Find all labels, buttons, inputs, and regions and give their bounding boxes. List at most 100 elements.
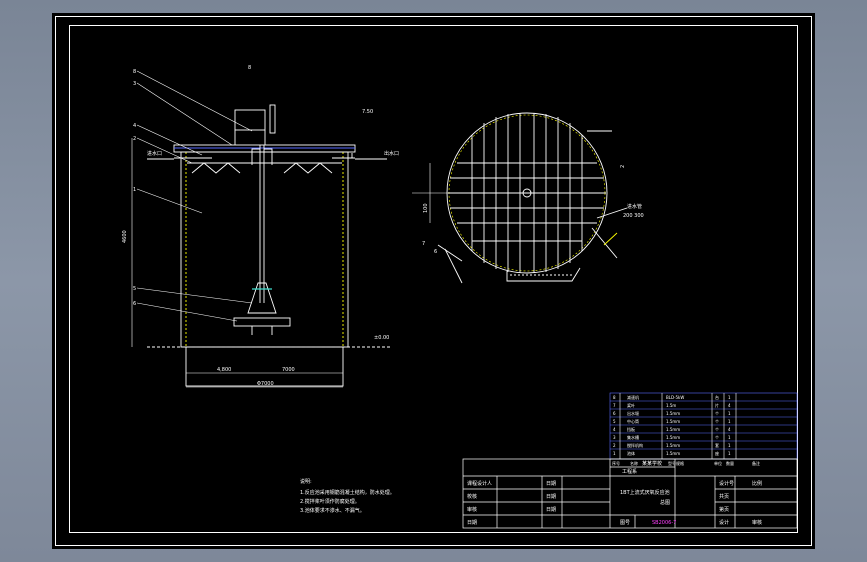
label-5: 5 xyxy=(133,286,136,292)
parts-row-7-name: 池体 xyxy=(627,450,635,456)
notes-title: 说明: xyxy=(300,478,312,485)
parts-row-4-spec: 1.5mm xyxy=(666,427,680,432)
title-right-1: 共页 xyxy=(719,493,729,500)
parts-row-3-spec: 1.5mm xyxy=(666,419,680,424)
parts-row-5-spec: 1.5mm xyxy=(666,435,680,440)
parts-row-1-name: 桨叶 xyxy=(627,402,635,408)
parts-row-3-qty: 1 xyxy=(728,419,731,424)
parts-row-6-name: 搅拌机构 xyxy=(627,442,643,448)
parts-row-5-qty: 1 xyxy=(728,435,731,440)
parts-row-3-no: 5 xyxy=(613,419,616,424)
title-block xyxy=(462,458,798,529)
top-mark: 8 xyxy=(248,65,251,71)
title-drawing-name: 总图 xyxy=(660,499,670,506)
parts-row-7-unit: 座 xyxy=(715,450,719,456)
notes-line-1: 1.反应池采用钢筋混凝土结构，防水处理。 xyxy=(300,489,395,496)
parts-row-3-unit: 个 xyxy=(715,419,719,424)
tank-elevation-view xyxy=(131,70,392,388)
parts-row-5-unit: 个 xyxy=(715,435,719,440)
parts-row-1-no: 7 xyxy=(613,403,616,408)
parts-row-6-qty: 1 xyxy=(728,443,731,448)
parts-row-0-qty: 1 xyxy=(728,395,731,400)
title-row-mid-2: 日期 xyxy=(546,507,556,513)
parts-row-4-unit: 个 xyxy=(715,427,719,432)
label-6: 6 xyxy=(133,301,136,307)
title-school: 某某学校 xyxy=(642,460,662,467)
parts-row-7-qty: 1 xyxy=(728,451,731,456)
parts-row-2-qty: 1 xyxy=(728,411,731,416)
outer-frame xyxy=(55,16,812,546)
title-sheet-label: 图号 xyxy=(620,520,630,526)
notes-block: 说明: 1.反应池采用钢筋混凝土结构，防水处理。 2.搅拌桨叶须作防腐处理。 3… xyxy=(300,478,395,514)
parts-header-qty: 数量 xyxy=(726,460,734,466)
parts-row-5-name: 集水槽 xyxy=(627,434,639,440)
label-1: 1 xyxy=(133,187,136,193)
circle-label: 7 xyxy=(422,241,425,247)
dim-total: Φ7000 xyxy=(257,381,274,387)
parts-header-unit: 单位 xyxy=(714,460,722,466)
title-design-label: 设计 xyxy=(719,519,729,526)
tank-top-deck xyxy=(173,144,356,153)
title-scale-label: 比例 xyxy=(752,480,762,487)
parts-row-4-name: 挡板 xyxy=(627,426,635,432)
notes-line-2: 2.搅拌桨叶须作防腐处理。 xyxy=(300,498,360,505)
dim-base-left: 4,800 xyxy=(217,367,231,373)
dim-height: 4600 xyxy=(122,230,128,243)
parts-row-2-spec: 1.5mm xyxy=(666,411,680,416)
parts-row-0-name: 减速机 xyxy=(627,394,639,400)
label-4: 4 xyxy=(133,123,136,129)
parts-row-0-spec: BLD-5kW xyxy=(666,395,684,400)
title-row-label-2: 审核 xyxy=(467,506,477,513)
title-row-mid-1: 日期 xyxy=(546,494,556,500)
drive-motor xyxy=(269,104,276,134)
drawing-svg: 8 8 3 4 2 1 5 6 7.50 ±0.00 进水口 出水口 4600 … xyxy=(55,16,812,546)
parts-row-6-no: 2 xyxy=(613,443,616,448)
title-dept: 工程系 xyxy=(622,468,637,475)
notes-line-3: 3.池体要求不渗水、不漏气。 xyxy=(300,507,365,514)
title-row-label-3: 日期 xyxy=(467,520,477,526)
parts-row-4-qty: 4 xyxy=(728,427,731,432)
elevation-bottom: ±0.00 xyxy=(374,335,389,341)
title-drawing-no: SB2006-7 xyxy=(652,520,676,526)
parts-row-3-name: 中心筒 xyxy=(627,418,639,424)
parts-row-7-spec: 1.5mm xyxy=(666,451,680,456)
parts-row-1-spec: 1.5m xyxy=(666,403,676,408)
impeller-body xyxy=(247,282,277,314)
circle-leader: 进水管 xyxy=(627,203,642,210)
title-row-mid-0: 日期 xyxy=(546,481,556,487)
title-row-label-1: 校核 xyxy=(467,493,477,500)
title-project: 1BT上流式厌氧反应池 xyxy=(620,489,670,496)
title-row-label-0: 课程设计人 xyxy=(467,480,492,487)
label-2: 2 xyxy=(133,136,136,142)
drive-housing xyxy=(234,109,266,131)
parts-row-4-no: 4 xyxy=(613,427,616,432)
parts-list xyxy=(609,392,798,460)
parts-row-5-no: 3 xyxy=(613,435,616,440)
parts-header-no: 序号 xyxy=(612,460,620,466)
parts-header-spec: 型号规格 xyxy=(668,460,684,466)
note-inlet: 进水口 xyxy=(147,150,162,157)
parts-row-2-no: 6 xyxy=(613,411,616,416)
circle-dim-1: 2 xyxy=(620,165,626,168)
parts-header-name: 名称 xyxy=(630,460,638,466)
circle-dim-3: 200 300 xyxy=(623,213,644,219)
dim-base-mid: 7000 xyxy=(282,367,295,373)
circle-label-b: 6 xyxy=(434,249,437,255)
title-check-label: 审核 xyxy=(752,519,762,526)
tank-plan-view xyxy=(412,112,628,284)
impeller-blade xyxy=(233,317,291,327)
parts-row-6-spec: 1.5mm xyxy=(666,443,680,448)
circle-dim-2: 100 xyxy=(423,203,429,213)
parts-row-0-no: 8 xyxy=(613,395,616,400)
note-outlet: 出水口 xyxy=(384,150,399,157)
parts-row-1-qty: 4 xyxy=(728,403,731,408)
parts-row-7-no: 1 xyxy=(613,451,616,456)
title-right-0: 设计号 xyxy=(719,480,734,487)
label-3: 3 xyxy=(133,81,136,87)
parts-row-0-unit: 台 xyxy=(715,394,719,400)
parts-row-6-unit: 套 xyxy=(715,442,719,448)
inner-frame xyxy=(69,25,798,533)
parts-row-2-name: 出水堰 xyxy=(627,410,639,416)
title-right-2: 第页 xyxy=(719,506,729,513)
